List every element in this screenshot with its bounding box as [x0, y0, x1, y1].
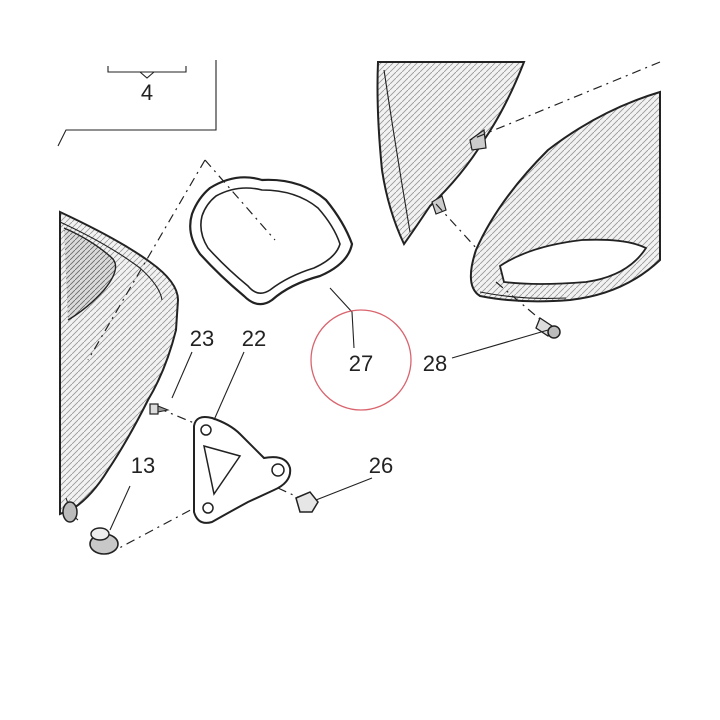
inset-ref-label: 4	[141, 80, 153, 105]
left-body-panel	[59, 210, 180, 523]
nut-part-26	[295, 491, 319, 513]
bolt-part-28	[535, 317, 561, 339]
callout-23: 23	[190, 326, 214, 351]
bracket-part-22	[193, 416, 292, 524]
headlight-cowl-assembly	[376, 61, 661, 303]
seal-ring-part-27	[189, 176, 354, 306]
callout-27: 27	[349, 351, 373, 376]
callout-22: 22	[242, 326, 266, 351]
inset-reference-box: 4	[57, 60, 217, 147]
screw-part-23	[149, 403, 170, 415]
callout-labels: 23 22 27 28 26 13	[131, 326, 447, 478]
callout-leaders	[109, 287, 549, 531]
callout-13: 13	[131, 453, 155, 478]
damper-part-13	[89, 527, 119, 555]
callout-28: 28	[423, 351, 447, 376]
highlight-circle	[310, 309, 412, 411]
callout-26: 26	[369, 453, 393, 478]
